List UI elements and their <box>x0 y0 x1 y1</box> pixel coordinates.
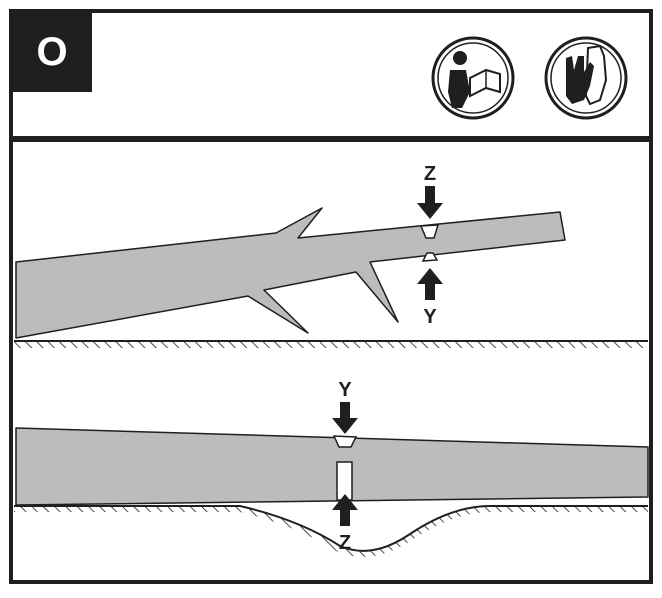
cut-label-top-upper: Z <box>424 163 436 185</box>
read-manual-icon <box>431 36 515 120</box>
outer-border <box>9 9 653 584</box>
cut-notch-bottom-lower <box>336 461 353 501</box>
header-divider <box>11 136 651 142</box>
log-bottom <box>15 427 649 506</box>
step-badge: O <box>12 12 92 92</box>
ground-hatch-bottom <box>14 506 648 557</box>
ground-hatch-top <box>14 341 648 348</box>
cut-label-bottom-upper: Y <box>338 379 352 401</box>
arrow-up-top <box>417 268 443 300</box>
cut-label-bottom-lower: Z <box>339 532 351 554</box>
cut-notch-top-lower <box>421 252 439 262</box>
arrow-up-bottom <box>332 494 358 526</box>
cut-notch-bottom-upper <box>332 435 358 448</box>
top-panel: Z Y <box>14 163 648 348</box>
arrow-down-bottom <box>332 402 358 434</box>
cut-notch-top-upper <box>419 224 440 239</box>
ground-line-bottom <box>14 505 648 552</box>
protective-gloves-icon <box>544 36 628 120</box>
bottom-panel: Y Z <box>14 379 649 557</box>
arrow-down-top <box>417 186 443 219</box>
branch-log-top <box>15 207 566 339</box>
cut-label-top-lower: Y <box>423 306 437 328</box>
